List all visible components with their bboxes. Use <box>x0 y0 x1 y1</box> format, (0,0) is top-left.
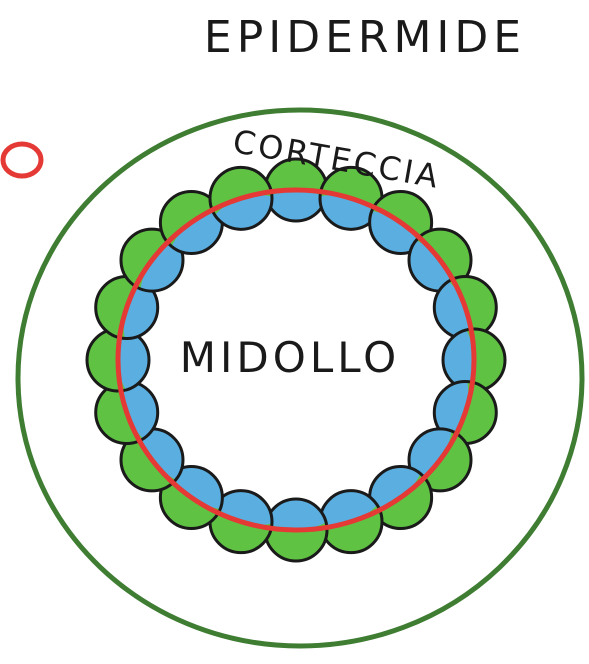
bundle-phloem <box>165 210 223 254</box>
bundle-phloem <box>369 466 427 510</box>
outer-ring-epidermis <box>15 107 585 649</box>
bundle-phloem <box>369 210 427 254</box>
bundle-phloem <box>409 234 452 292</box>
bundle-phloem <box>409 428 452 486</box>
bundle-outline <box>158 465 224 531</box>
bundle-phloem <box>165 466 223 510</box>
bundle-outline <box>368 189 434 255</box>
bundle-phloem <box>140 428 183 486</box>
pith-label: MIDOLLO <box>180 333 400 382</box>
cambium-ring <box>115 187 477 533</box>
bundle-outline <box>407 427 473 493</box>
bundle-outline <box>119 227 185 293</box>
diagram-title: EPIDERMIDE <box>204 12 526 63</box>
bundle-phloem <box>140 234 183 292</box>
bundle-outline <box>208 165 274 231</box>
red-dot-marker <box>0 141 44 179</box>
